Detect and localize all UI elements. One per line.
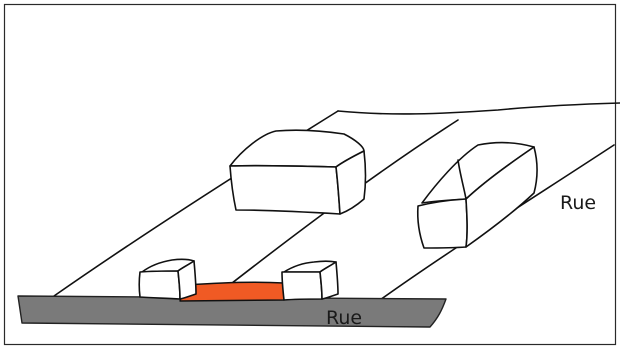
ground-back-edge — [338, 103, 620, 114]
building-large-center — [230, 130, 366, 214]
building-small-left-front — [139, 271, 180, 299]
building-right — [418, 143, 537, 248]
building-small-right-front — [282, 272, 322, 300]
building-small-right — [282, 261, 338, 300]
street-label-front: Rue — [326, 307, 362, 329]
building-small-left — [139, 259, 196, 299]
street-label-right: Rue — [560, 192, 596, 214]
building-right-front — [418, 199, 467, 248]
building-large-center-front — [230, 166, 340, 214]
